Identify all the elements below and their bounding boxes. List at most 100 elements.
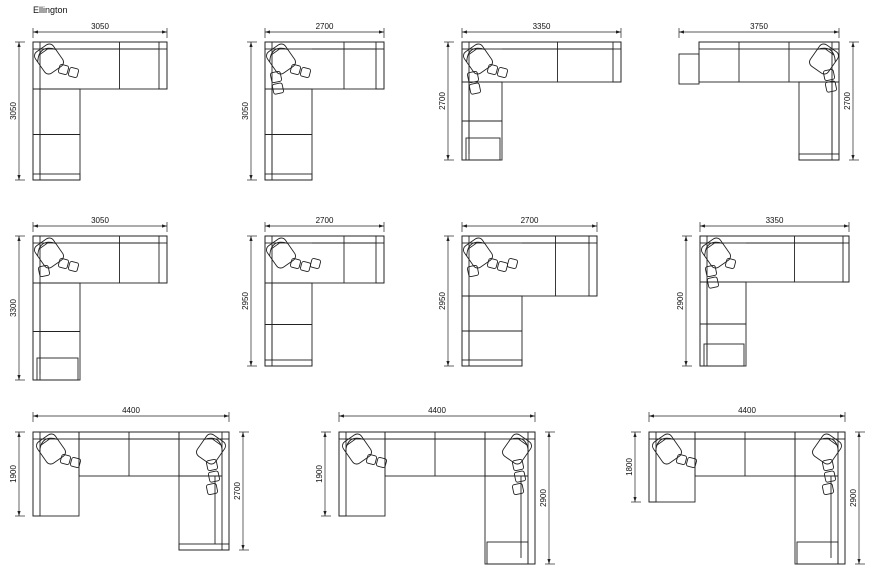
backrest: [32, 41, 41, 181]
backrest: [338, 431, 536, 440]
corner-seat: [701, 237, 737, 270]
cushion: [511, 482, 525, 496]
cushion: [289, 257, 302, 270]
sofa-layout-8: 3350 2900: [676, 216, 850, 367]
dimension-vertical: 1900: [315, 431, 331, 517]
corner-seat: [34, 43, 80, 79]
cushion: [207, 470, 220, 483]
dimension-label: 1900: [9, 465, 18, 483]
dimension-horizontal: 2700: [461, 216, 598, 232]
drawing-title: Ellington: [33, 5, 68, 15]
cushion: [299, 260, 312, 273]
armrest: [798, 153, 840, 161]
corner-seat: [652, 433, 698, 469]
cushion: [821, 458, 835, 472]
dimension-label: 1900: [315, 465, 324, 483]
sofa-layout-7: 2700 2950: [438, 216, 598, 367]
backrest: [461, 235, 470, 367]
armrest: [842, 235, 850, 283]
dimension-label: 2700: [316, 22, 334, 31]
sofa-layout-9: 4400 1900 2700: [9, 406, 249, 551]
cushion: [57, 63, 70, 76]
dimension-vertical: 2900: [849, 431, 865, 565]
dimension-horizontal: 3750: [678, 22, 840, 38]
dimension-horizontal: 4400: [648, 406, 846, 422]
cushion: [466, 70, 480, 84]
dimension-label: 3350: [533, 22, 551, 31]
cushion: [37, 264, 51, 278]
armrest: [264, 173, 313, 181]
cushion: [724, 257, 737, 270]
armrest: [588, 235, 598, 297]
corner-seat: [34, 237, 80, 273]
sofa-layout-6: 2700 2950: [241, 216, 385, 367]
dimension-label: 2700: [316, 216, 334, 225]
dimension-label: 4400: [428, 406, 446, 415]
dimension-label: 3050: [91, 22, 109, 31]
cushion: [823, 470, 836, 483]
cushion: [205, 482, 219, 496]
dimension-vertical: 2900: [676, 235, 692, 367]
cushion: [59, 453, 72, 466]
cushion: [821, 482, 835, 496]
dimension-horizontal: 3350: [461, 22, 622, 38]
cushion: [365, 453, 378, 466]
cushion: [824, 80, 837, 93]
armrest: [461, 359, 523, 367]
dimension-vertical: 3300: [9, 235, 25, 381]
cushion: [375, 456, 388, 469]
armrest: [178, 543, 230, 551]
dimension-horizontal: 2700: [264, 22, 385, 38]
dimension-horizontal: 3350: [699, 216, 850, 232]
dimension-vertical: 1900: [9, 431, 25, 517]
corner-seat: [502, 433, 532, 465]
backrest: [32, 431, 230, 440]
sofa-layout-5: 3050 3300: [9, 216, 168, 381]
chaise-end: [796, 541, 839, 565]
dimension-label: 3050: [91, 216, 109, 225]
chaise-end: [703, 343, 745, 367]
sofa-layout-3: 3350 2700: [438, 22, 622, 161]
backrest: [221, 431, 230, 551]
corner-seat: [463, 237, 519, 273]
dimension-horizontal: 4400: [32, 406, 230, 422]
cushion: [57, 257, 70, 270]
backrest: [461, 41, 622, 50]
dimension-horizontal: 2700: [264, 216, 385, 232]
dimension-vertical: 2700: [843, 41, 859, 161]
right-return: [794, 431, 846, 565]
dimension-vertical: 2900: [539, 431, 555, 565]
sofa-layout-4: 3750 2700: [678, 22, 859, 161]
dimension-label: 2700: [233, 482, 242, 500]
dimension-label: 2700: [843, 92, 852, 110]
cushion: [675, 453, 688, 466]
backrest: [338, 431, 347, 517]
cushion: [496, 260, 509, 273]
corner-seat: [463, 43, 509, 79]
backrest: [527, 431, 536, 565]
cushion: [67, 260, 80, 273]
dimension-label: 3300: [9, 299, 18, 317]
dimension-horizontal: 4400: [338, 406, 536, 422]
dimension-vertical: 2950: [241, 235, 257, 367]
corner-seat: [812, 433, 842, 465]
corner-seat: [266, 237, 322, 273]
dimension-label: 3350: [766, 216, 784, 225]
dimension-horizontal: 3050: [32, 22, 168, 38]
dimension-horizontal: 3050: [32, 216, 168, 232]
top-seat-run: [461, 41, 622, 83]
cushion: [513, 470, 526, 483]
cushion: [309, 257, 322, 270]
chaise-end: [465, 137, 501, 161]
cushion: [822, 68, 836, 82]
dimension-vertical: 2700: [438, 41, 454, 161]
right-seat-run: [798, 81, 840, 161]
cushion: [685, 456, 698, 469]
chaise-end: [36, 357, 79, 381]
cushion: [269, 70, 283, 84]
sofa-layout-10: 4400 1900 2900: [315, 406, 555, 565]
dimension-vertical: 2950: [438, 235, 454, 367]
